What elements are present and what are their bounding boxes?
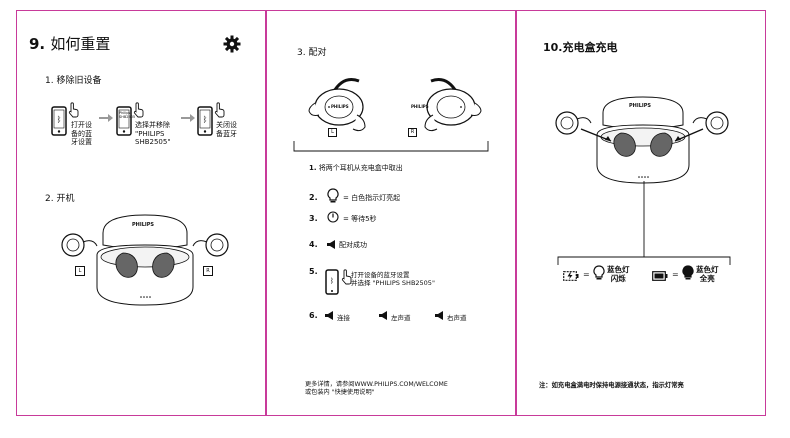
- speaker-icon: [435, 311, 443, 320]
- instruction-1: 1. 将两个耳机从充电盒中取出: [309, 164, 403, 172]
- step-remove-device-label: 1. 移除旧设备: [45, 76, 102, 86]
- svg-text:ᛒ: ᛒ: [203, 115, 208, 124]
- light-bulb-icon: [327, 188, 339, 203]
- brand-logo: PHILIPS: [629, 103, 652, 109]
- instruction-5-text: 打开设备的蓝牙设置 并选择 "PHILIPS SHB2505": [351, 271, 435, 287]
- solid-label: 蓝色灯 全亮: [696, 265, 719, 283]
- reset-title-text: 如何重置: [50, 35, 111, 53]
- step-pairing-label: 3. 配对: [297, 48, 327, 58]
- instruction-3-text: = 等待5秒: [343, 215, 377, 223]
- hand-tap-icon: [133, 102, 144, 118]
- reset-panel: 9. 如何重置 1. 移除旧设备 ᛒ 打开设 备的蓝 牙设置: [16, 10, 266, 416]
- phone-icon: [116, 106, 132, 136]
- svg-text:ᛒ: ᛒ: [330, 277, 334, 285]
- instruction-5: 5.: [309, 267, 318, 276]
- reset-title-number: 9.: [29, 35, 46, 53]
- arrow-right-icon: [181, 114, 195, 122]
- instruction-6: 6.: [309, 311, 318, 320]
- arrow-right-icon: [99, 114, 113, 122]
- instruction-2: 2.: [309, 193, 318, 202]
- earbuds-pair-illustration: [308, 78, 482, 132]
- blink-label: 蓝色灯 闪烁: [607, 265, 630, 283]
- indicator-connector-lines: [557, 181, 731, 265]
- brand-logo-right: PHILIPS: [411, 104, 429, 109]
- speaker-icon: [327, 240, 335, 249]
- hand-tap-icon: [341, 269, 352, 285]
- hand-tap-icon: [214, 102, 225, 118]
- footer-note: 更多详情，请参阅WWW.PHILIPS.COM/WELCOME 或包装内 "快捷…: [305, 381, 448, 396]
- left-earbud-tag: L: [328, 128, 337, 137]
- instruction-6-left-channel: 左声道: [391, 314, 411, 322]
- open-charging-case-illustration: [61, 214, 229, 306]
- phone-icon: ᛒ: [197, 106, 213, 136]
- charging-title: 10.充电盒充电: [543, 41, 618, 54]
- phone2-label: 选择并移除 "PHILIPS SHB2505": [135, 121, 171, 146]
- equals-sign: =: [672, 270, 679, 279]
- right-earbud-tag: R: [203, 266, 213, 276]
- phone-icon: ᛒ: [51, 106, 67, 136]
- charging-case-illustration: [555, 96, 729, 184]
- phone-icon: ᛒ: [325, 269, 339, 295]
- light-bulb-outline-icon: [593, 265, 605, 280]
- equals-sign: =: [583, 270, 590, 279]
- reset-title: 9. 如何重置: [29, 33, 110, 54]
- light-bulb-filled-icon: [682, 265, 694, 280]
- instruction-6-connect: 连接: [337, 314, 350, 322]
- battery-full-icon: [652, 271, 668, 281]
- battery-charging-icon: [563, 271, 579, 281]
- power-timer-icon: [327, 211, 339, 223]
- brand-logo: PHILIPS: [132, 222, 155, 228]
- pairing-panel: 3. 配对 PHILIPS PHILIPS L R 1. 将两个耳机从充电盒中取…: [266, 10, 516, 416]
- instruction-4-text: 配对成功: [339, 241, 367, 249]
- phone3-label: 关闭设 备蓝牙: [216, 121, 237, 138]
- left-earbud-tag: L: [75, 266, 85, 276]
- step-power-on-label: 2. 开机: [45, 194, 75, 204]
- phone2-screen-text: Philips SHB2505: [119, 111, 136, 119]
- charging-note: 注：如充电盒满电时保持电源接通状态，指示灯常亮: [539, 382, 684, 389]
- instruction-3: 3.: [309, 214, 318, 223]
- speaker-icon: [379, 311, 387, 320]
- bracket-line: [293, 141, 489, 152]
- hand-tap-icon: [68, 102, 79, 118]
- charging-panel: 10.充电盒充电 PHILIPS = 蓝色灯 闪烁: [516, 10, 766, 416]
- instruction-2-text: = 白色指示灯亮起: [343, 194, 401, 202]
- instruction-4: 4.: [309, 240, 318, 249]
- right-earbud-tag: R: [408, 128, 417, 137]
- instruction-6-right-channel: 右声道: [447, 314, 467, 322]
- speaker-icon: [325, 311, 333, 320]
- brand-logo-left: PHILIPS: [331, 104, 349, 109]
- phone1-label: 打开设 备的蓝 牙设置: [71, 121, 92, 146]
- gear-icon: [223, 35, 241, 53]
- svg-text:ᛒ: ᛒ: [57, 115, 62, 124]
